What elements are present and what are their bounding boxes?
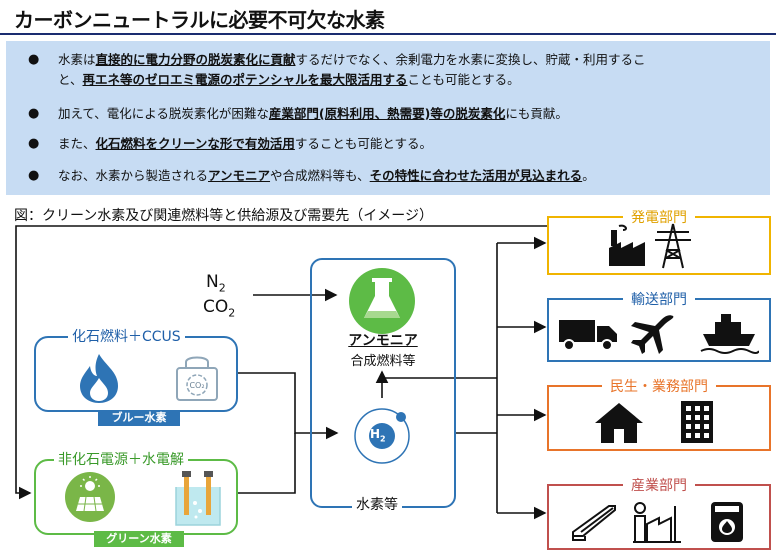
- truck-icon: [559, 320, 617, 351]
- bullet-dot: ●: [28, 168, 40, 183]
- flame-icon: [80, 354, 118, 403]
- bullet-text: することも可能とする。: [294, 136, 433, 151]
- flask-icon: [349, 268, 415, 334]
- nonfossil-electrolysis-box: 非化石電源＋水電解: [34, 449, 238, 535]
- sector-transport-label: 輸送部門: [623, 292, 695, 308]
- sector-industry-label: 産業部門: [623, 478, 695, 494]
- steel-beam-icon: [572, 505, 616, 541]
- bullet-dot: ●: [28, 52, 40, 67]
- sector-residential-label: 民生・業務部門: [602, 379, 716, 395]
- synthetic-fuel-label: 合成燃料等: [350, 354, 416, 369]
- bullet-3: ● また、化石燃料をクリーンな形で有効活用することも可能とする。: [20, 134, 770, 154]
- bullet-1: ● 水素は直接的に電力分野の脱炭素化に貢献するだけでなく、余剰電力を水素に変換し…: [20, 50, 770, 90]
- summary-panel: ● 水素は直接的に電力分野の脱炭素化に貢献するだけでなく、余剰電力を水素に変換し…: [6, 41, 770, 195]
- bullet-text: なお、水素から製造される: [58, 168, 209, 183]
- sector-power-box: 発電部門: [547, 210, 771, 275]
- green-hydrogen-badge: グリーン水素: [94, 531, 184, 547]
- bullet-text: 。: [582, 168, 595, 183]
- transmission-tower-icon: [655, 223, 691, 269]
- blue-hydrogen-badge: ブルー水素: [98, 410, 180, 426]
- bullet-emphasis: 産業部門(原料利用、熱需要)等の脱炭素化: [268, 106, 506, 121]
- solar-panel-icon: [65, 472, 115, 522]
- bullet-text: また、: [58, 136, 96, 151]
- bullet-emphasis: 再エネ等のゼロエミ電源のポテンシャルを最大限活用する: [82, 72, 408, 87]
- boiler-icon: [711, 502, 743, 542]
- office-building-icon: [681, 401, 713, 443]
- title-divider: [0, 33, 776, 35]
- sector-transport-box: 輸送部門: [547, 292, 771, 362]
- bullet-emphasis: その特性に合わせた活用が見込まれる: [369, 168, 583, 183]
- bullet-emphasis: 直接的に電力分野の脱炭素化に貢献: [95, 52, 296, 67]
- green-arrow: [238, 433, 296, 494]
- airplane-icon: [631, 315, 674, 354]
- bullet-dot: ●: [28, 136, 40, 151]
- svg-text:CO₂: CO₂: [189, 381, 204, 390]
- h2-molecule-icon: [354, 408, 410, 464]
- bullet-text: 加えて、電化による脱炭素化が困難な: [58, 106, 269, 121]
- bullet-text: ことも可能とする。: [407, 72, 520, 87]
- co2-storage-icon: CO₂: [176, 356, 218, 401]
- bullet-emphasis: アンモニア: [208, 168, 271, 183]
- loop-arrow: [15, 225, 547, 500]
- h2-label: H2: [370, 427, 386, 444]
- hydrogen-etc-label: 水素等: [352, 494, 402, 514]
- fossil-ccus-label: 化石燃料＋CCUS: [68, 326, 185, 346]
- electrolyzer-icon: [175, 471, 221, 526]
- n2-label: N2: [206, 272, 226, 295]
- bullet-dot: ●: [28, 106, 40, 121]
- bullet-text: 水素は: [58, 52, 96, 67]
- industrial-plant-icon: [633, 502, 681, 543]
- bullet-text: するだけでなく、余剰電力を水素に変換し、貯蔵・利用するこ: [295, 52, 646, 67]
- bullet-text: や合成燃料等も、: [270, 168, 370, 183]
- bullet-text: にも貢献。: [505, 106, 568, 121]
- sector-power-label: 発電部門: [623, 210, 695, 226]
- figure-caption: 図：クリーン水素及び関連燃料等と供給源及び需要先（イメージ）: [14, 208, 434, 224]
- fossil-arrow: [238, 372, 339, 440]
- sector-industry-box: 産業部門: [547, 478, 771, 550]
- nonfossil-electrolysis-label: 非化石電源＋水電解: [54, 449, 188, 469]
- bullet-emphasis: 化石燃料をクリーンな形で有効活用: [95, 136, 295, 151]
- hydrogen-center-box: アンモニア 合成燃料等 H2 水素等: [310, 258, 456, 514]
- page-title: カーボンニュートラルに必要不可欠な水素: [14, 8, 385, 32]
- factory-icon: [609, 224, 645, 266]
- house-icon: [595, 403, 643, 443]
- ammonia-label: アンモニア: [348, 333, 418, 349]
- fossil-ccus-box: 化石燃料＋CCUS CO₂: [34, 326, 238, 412]
- co2-label: CO2: [203, 297, 236, 320]
- ship-icon: [700, 314, 759, 354]
- bullet-2: ● 加えて、電化による脱炭素化が困難な産業部門(原料利用、熱需要)等の脱炭素化に…: [20, 104, 770, 124]
- sector-residential-box: 民生・業務部門: [547, 379, 771, 451]
- bullet-4: ● なお、水素から製造されるアンモニアや合成燃料等も、その特性に合わせた活用が見…: [20, 166, 770, 186]
- bullet-text: と、: [58, 72, 83, 87]
